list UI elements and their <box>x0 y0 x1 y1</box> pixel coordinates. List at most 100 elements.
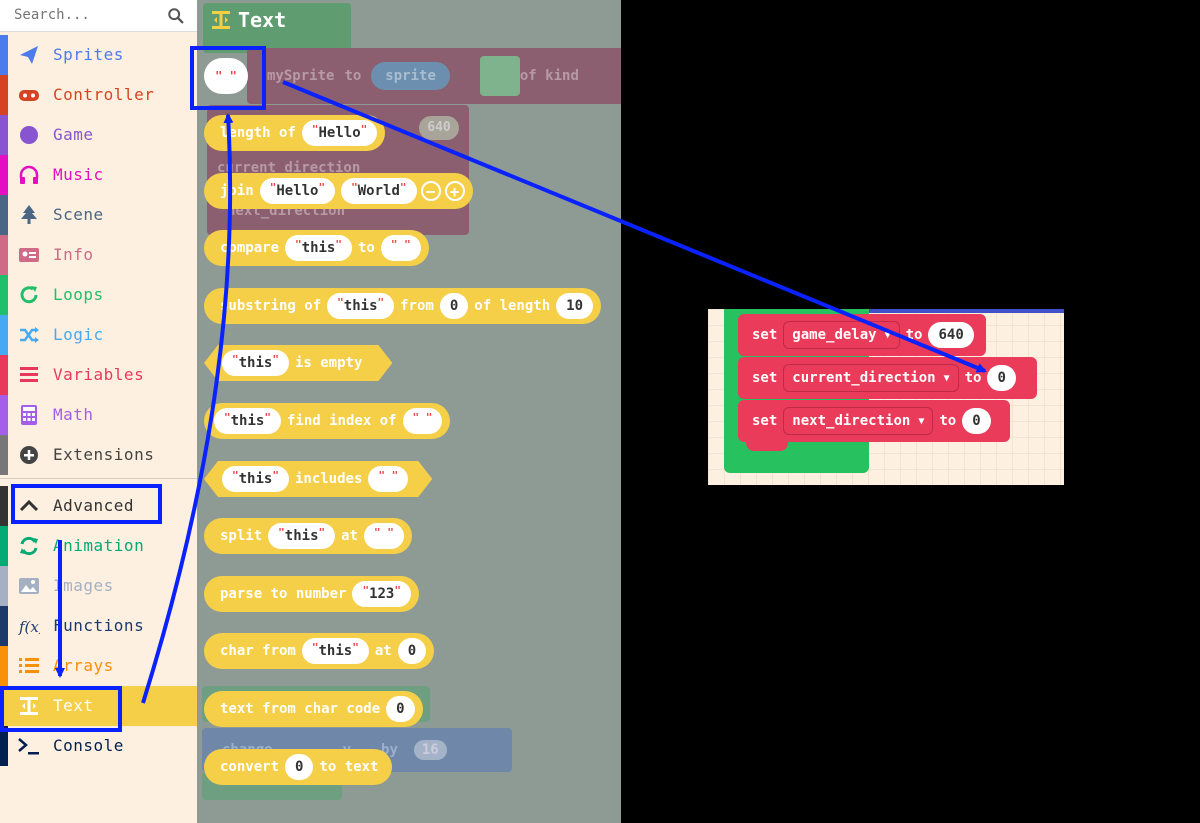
ghost-text: to <box>344 68 362 84</box>
string-input[interactable]: "this" <box>327 293 395 319</box>
category-label: Loops <box>53 285 104 304</box>
string-input[interactable]: " " <box>363 523 404 549</box>
category-controller[interactable]: Controller <box>0 75 197 115</box>
list-icon <box>20 367 38 382</box>
compare-block[interactable]: compare "this" to " " <box>204 230 429 266</box>
set-game-delay-block[interactable]: set game_delay▼ to 640 <box>738 314 986 356</box>
dropdown-value: current_direction <box>792 370 936 386</box>
search-icon[interactable] <box>167 7 185 25</box>
string-input[interactable]: "Hello" <box>301 120 378 146</box>
block-text: to <box>964 370 982 386</box>
block-text: includes <box>294 471 363 487</box>
shuffle-icon <box>20 327 39 343</box>
find-index-block[interactable]: "this" find index of " " <box>204 403 451 439</box>
variable-dropdown[interactable]: next_direction▼ <box>783 407 934 435</box>
category-label: Game <box>53 125 94 144</box>
block-text: split <box>220 528 263 544</box>
category-label: Music <box>53 165 104 184</box>
category-label: Text <box>53 696 94 715</box>
dropdown-arrow-icon: ▼ <box>943 372 950 384</box>
number-input[interactable]: 0 <box>285 754 314 780</box>
convert-to-text-block[interactable]: convert 0 to text <box>204 749 393 785</box>
refresh-icon <box>20 286 38 304</box>
category-label: Math <box>53 405 94 424</box>
number-input[interactable]: 0 <box>397 638 427 664</box>
category-console[interactable]: Console <box>0 726 197 766</box>
block-text: convert <box>220 759 280 775</box>
category-label: Images <box>53 576 114 595</box>
string-input[interactable]: "123" <box>352 581 411 607</box>
block-text: to <box>939 413 957 429</box>
char-from-block[interactable]: char from "this" at 0 <box>204 633 435 669</box>
category-images[interactable]: Images <box>0 566 197 606</box>
category-label: Controller <box>53 85 155 104</box>
category-logic[interactable]: Logic <box>0 315 197 355</box>
category-scene[interactable]: Scene <box>0 195 197 235</box>
string-input[interactable]: "this" <box>214 408 281 434</box>
category-variables[interactable]: Variables <box>0 355 197 395</box>
split-block[interactable]: split "this" at " " <box>204 518 412 554</box>
block-text: set <box>752 413 778 429</box>
toolbox-divider <box>0 478 197 479</box>
string-value: this <box>318 643 353 659</box>
sync-icon <box>20 536 38 556</box>
ghost-text: of kind <box>519 68 579 84</box>
category-text[interactable]: Text <box>0 686 197 726</box>
number-input[interactable]: 0 <box>439 293 469 319</box>
join-block[interactable]: join "Hello" "World" − + <box>204 173 473 209</box>
category-label: Variables <box>53 365 145 384</box>
length-of-block[interactable]: length of "Hello" <box>204 115 386 151</box>
set-current-direction-block[interactable]: set current_direction▼ to 0 <box>738 357 1037 399</box>
category-music[interactable]: Music <box>0 155 197 195</box>
number-input[interactable]: 640 <box>928 322 974 348</box>
number-input[interactable]: 0 <box>987 365 1016 391</box>
dropdown-value: game_delay <box>792 327 877 343</box>
includes-block[interactable]: "this" includes " " <box>204 461 432 497</box>
string-input[interactable]: "this" <box>268 523 336 549</box>
search-input[interactable] <box>0 0 150 30</box>
string-input[interactable]: " " <box>380 235 421 261</box>
string-input[interactable]: " " <box>368 466 408 492</box>
number-input[interactable]: 10 <box>556 293 593 319</box>
dropdown-arrow-icon: ▼ <box>918 415 925 427</box>
category-label: Sprites <box>53 45 124 64</box>
category-arrays[interactable]: Arrays <box>0 646 197 686</box>
category-functions[interactable]: f(x) Functions <box>0 606 197 646</box>
tree-icon <box>21 205 37 224</box>
minus-icon[interactable]: − <box>420 181 441 201</box>
block-text: substring of <box>220 298 322 314</box>
code-preview-panel: set game_delay▼ to 640 set current_direc… <box>708 309 1064 485</box>
string-value: Hello <box>318 125 361 141</box>
category-label: Arrays <box>53 656 114 675</box>
number-input[interactable]: 0 <box>962 408 991 434</box>
string-input[interactable]: "Hello" <box>259 178 336 204</box>
block-text: length of <box>220 125 296 141</box>
string-input[interactable]: "World" <box>341 178 417 204</box>
string-input[interactable]: "this" <box>285 235 352 261</box>
number-input[interactable]: 0 <box>386 696 415 722</box>
category-math[interactable]: Math <box>0 395 197 435</box>
string-input[interactable]: "this" <box>301 638 369 664</box>
string-input[interactable]: "this" <box>222 350 289 376</box>
variable-dropdown[interactable]: game_delay▼ <box>783 321 900 349</box>
variable-dropdown[interactable]: current_direction ▼ <box>783 364 959 392</box>
text-from-char-code-block[interactable]: text from char code 0 <box>204 691 423 727</box>
parse-to-number-block[interactable]: parse to number "123" <box>204 576 419 612</box>
category-sprites[interactable]: Sprites <box>0 35 197 75</box>
empty-string-block[interactable]: " " <box>204 58 248 94</box>
substring-block[interactable]: substring of "this" from 0 of length 10 <box>204 288 601 324</box>
plus-icon[interactable]: + <box>444 181 465 201</box>
category-extensions[interactable]: Extensions <box>0 435 197 475</box>
category-info[interactable]: Info <box>0 235 197 275</box>
category-advanced[interactable]: Advanced <box>0 486 197 526</box>
block-text: parse to number <box>220 586 347 602</box>
string-input[interactable]: "this" <box>222 466 289 492</box>
category-animation[interactable]: Animation <box>0 526 197 566</box>
plus-circle-icon <box>20 446 38 464</box>
string-value: this <box>284 528 319 544</box>
is-empty-block[interactable]: "this" is empty <box>204 345 392 381</box>
category-loops[interactable]: Loops <box>0 275 197 315</box>
category-game[interactable]: Game <box>0 115 197 155</box>
paper-plane-icon <box>20 46 38 64</box>
string-input[interactable]: " " <box>402 408 443 434</box>
